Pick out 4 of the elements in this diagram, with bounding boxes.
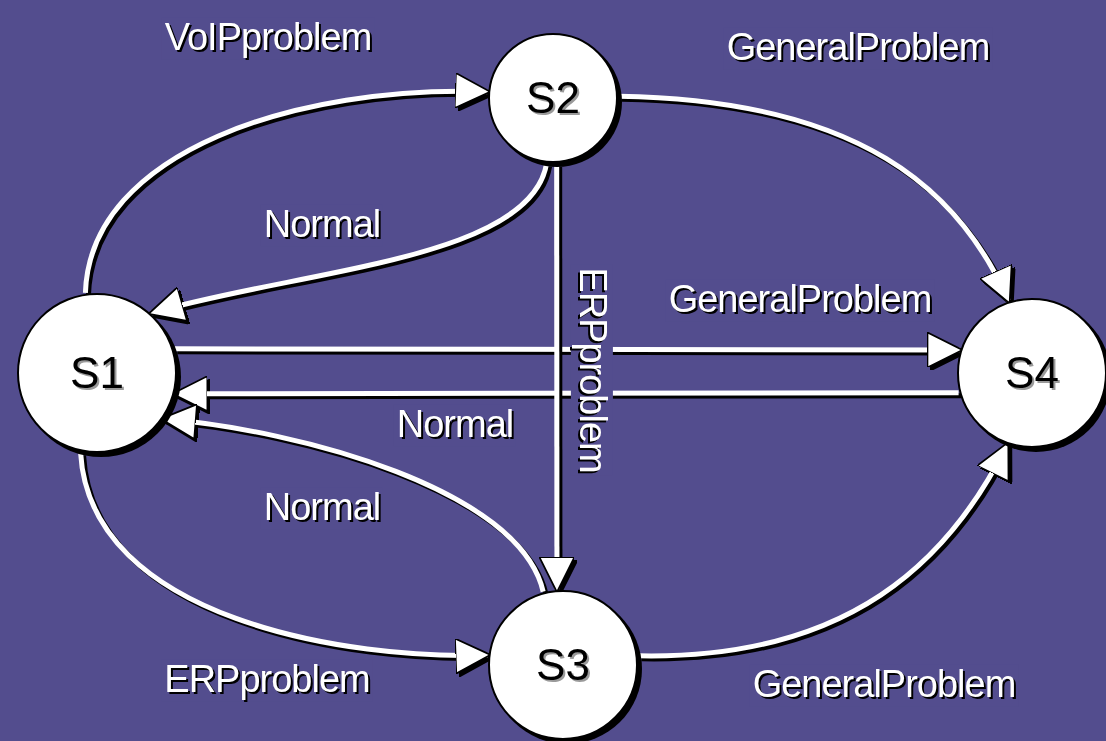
state-label: S4: [1005, 348, 1059, 398]
state-label: S1: [70, 348, 124, 398]
state-label: S3: [536, 640, 590, 690]
state-label: S2: [526, 73, 580, 123]
